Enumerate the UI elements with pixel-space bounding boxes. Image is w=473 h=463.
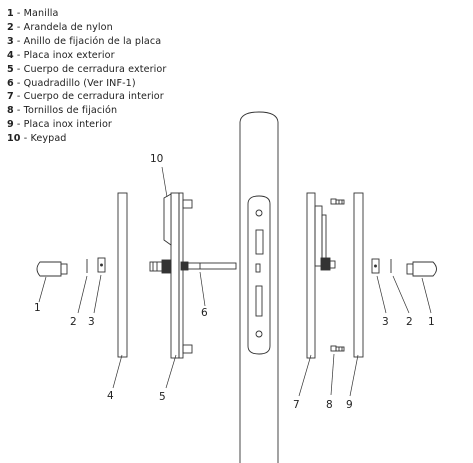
fixing-ring-left — [97, 257, 106, 273]
callout-8: 8 — [326, 399, 333, 411]
interior-plate — [353, 192, 364, 358]
legend-item-2: 2 - Arandela de nylon — [7, 21, 113, 33]
fixing-ring-right — [371, 258, 380, 274]
legend-item-5: 5 - Cuerpo de cerradura exterior — [7, 63, 167, 75]
parts-legend: 1 - Manilla 2 - Arandela de nylon 3 - An… — [7, 7, 166, 146]
interior-lock-body — [306, 192, 336, 359]
legend-item-7: 7 - Cuerpo de cerradura interior — [7, 91, 164, 103]
door-profile — [239, 111, 279, 463]
exterior-lock-body — [149, 192, 193, 359]
callout-1-right: 1 — [428, 316, 435, 328]
callout-4: 4 — [107, 390, 114, 402]
legend-item-6: 6 - Quadradillo (Ver INF-1) — [7, 77, 136, 89]
legend-item-9: 9 - Placa inox interior — [7, 119, 112, 131]
callout-2-right: 2 — [406, 316, 413, 328]
callout-6: 6 — [201, 307, 208, 319]
handle-left — [36, 261, 68, 277]
legend-item-1: 1 - Manilla — [7, 8, 59, 19]
handle-right — [406, 261, 437, 277]
legend-item-4: 4 - Placa inox exterior — [7, 49, 115, 61]
callout-7: 7 — [293, 399, 300, 411]
callout-3-right: 3 — [382, 316, 389, 328]
fixing-screws — [330, 198, 345, 352]
legend-item-10: 10 - Keypad — [7, 133, 67, 145]
legend-item-3: 3 - Anillo de fijación de la placa — [7, 35, 162, 47]
callout-10: 10 — [150, 153, 163, 165]
callout-2-left: 2 — [70, 316, 77, 328]
spindle — [180, 261, 237, 271]
callout-3-left: 3 — [88, 316, 95, 328]
keypad — [163, 193, 172, 246]
legend-item-8: 8 - Tornillos de fijación — [7, 105, 118, 117]
callout-5: 5 — [159, 391, 166, 403]
exterior-plate — [117, 192, 128, 358]
callout-9: 9 — [346, 399, 353, 411]
callout-1-left: 1 — [34, 302, 41, 314]
